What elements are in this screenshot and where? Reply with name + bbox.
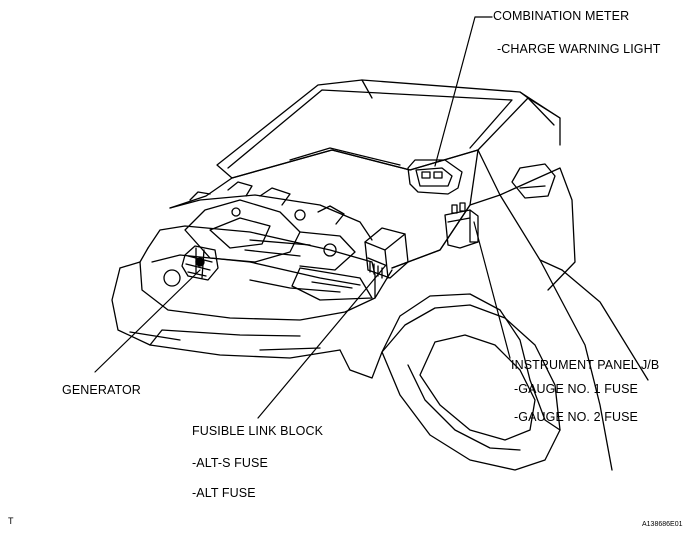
charge-warning-light-label: -CHARGE WARNING LIGHT xyxy=(497,42,661,56)
alt-s-fuse-label: -ALT-S FUSE xyxy=(192,456,268,470)
generator-label: GENERATOR xyxy=(62,383,141,397)
side-mirror xyxy=(511,163,556,199)
fusible-link-block xyxy=(364,227,409,279)
gauge-no1-fuse-label: -GAUGE NO. 1 FUSE xyxy=(514,382,638,396)
leader-instrument-panel xyxy=(473,221,511,359)
alt-fuse-label: -ALT FUSE xyxy=(192,486,256,500)
figure-id: A138686E01 xyxy=(642,521,683,528)
fender-and-wheel xyxy=(339,194,561,471)
leader-lines xyxy=(94,16,511,419)
side-body xyxy=(477,97,649,471)
leader-generator xyxy=(94,269,201,373)
instrument-panel-jb-label: INSTRUMENT PANEL J/B xyxy=(511,358,660,372)
leader-combination-meter xyxy=(434,16,493,167)
combination-meter-label: COMBINATION METER xyxy=(493,9,630,23)
instrument-panel-jb xyxy=(444,202,479,249)
fusible-link-block-label: FUSIBLE LINK BLOCK xyxy=(192,424,324,438)
leader-fusible-link xyxy=(257,264,387,419)
generator xyxy=(181,245,219,281)
corner-mark-left: T xyxy=(8,516,14,526)
headlight xyxy=(291,267,373,301)
gauge-no2-fuse-label: -GAUGE NO. 2 FUSE xyxy=(514,410,638,424)
combination-meter xyxy=(407,159,463,195)
front-fascia xyxy=(111,225,376,359)
windshield-and-roof xyxy=(216,79,561,179)
